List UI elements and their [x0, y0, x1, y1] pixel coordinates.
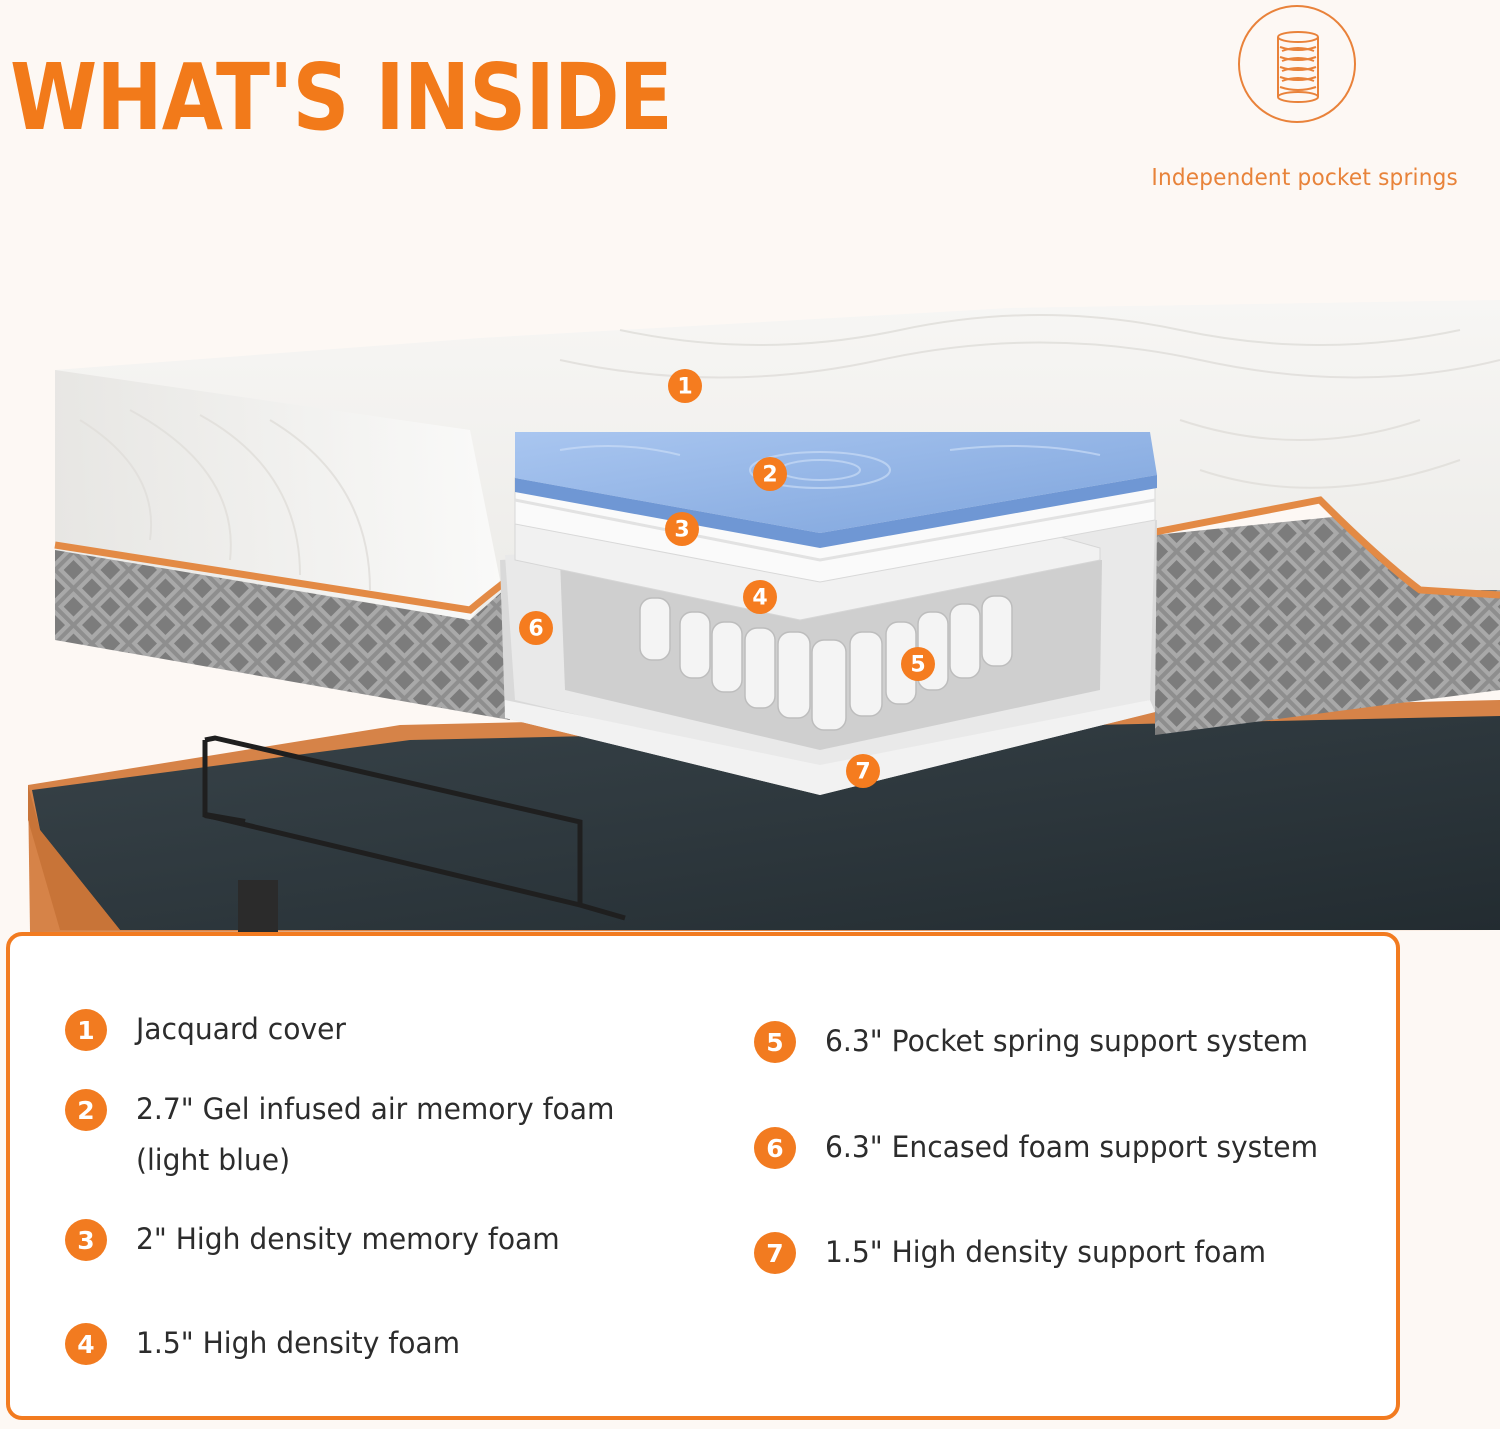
- legend-item-7: 7 1.5" High density support foam: [754, 1231, 1280, 1278]
- marker-7: 7: [846, 754, 880, 788]
- marker-4: 4: [743, 580, 777, 614]
- legend-item-3: 3 2" High density memory foam: [65, 1218, 573, 1265]
- legend-item-2: 2 2.7" Gel infused air memory foam (ligh…: [65, 1088, 629, 1186]
- layers-legend: 1 Jacquard cover 2 2.7" Gel infused air …: [6, 932, 1400, 1420]
- legend-number: 6: [754, 1127, 796, 1169]
- legend-number: 1: [65, 1009, 107, 1051]
- marker-5: 5: [901, 647, 935, 681]
- legend-label: 2.7" Gel infused air memory foam (light …: [136, 1092, 615, 1177]
- legend-number: 2: [65, 1089, 107, 1131]
- layer-cutaway: [500, 432, 1157, 795]
- svg-text:2: 2: [762, 463, 777, 488]
- svg-text:7: 7: [855, 760, 870, 785]
- legend-label: 1.5" High density foam: [136, 1326, 461, 1360]
- svg-text:5: 5: [910, 653, 925, 678]
- marker-1: 1: [668, 369, 702, 403]
- legend-item-5: 5 6.3" Pocket spring support system: [754, 1020, 1323, 1067]
- feature-label: Independent pocket springs: [1151, 165, 1458, 191]
- marker-2: 2: [753, 457, 787, 491]
- svg-text:1: 1: [677, 375, 692, 400]
- marker-3: 3: [665, 512, 699, 546]
- legend-number: 7: [754, 1232, 796, 1274]
- legend-label: 6.3" Encased foam support system: [825, 1130, 1319, 1164]
- legend-item-1: 1 Jacquard cover: [65, 1008, 352, 1055]
- pocket-spring-icon: [1238, 5, 1356, 123]
- legend-number: 5: [754, 1021, 796, 1063]
- feature-callout: Independent pocket springs: [1110, 5, 1490, 205]
- svg-text:4: 4: [752, 586, 767, 611]
- legend-label: 6.3" Pocket spring support system: [825, 1024, 1308, 1058]
- legend-item-6: 6 6.3" Encased foam support system: [754, 1126, 1333, 1173]
- marker-6: 6: [519, 611, 553, 645]
- legend-label: Jacquard cover: [136, 1012, 346, 1046]
- legend-label: 1.5" High density support foam: [825, 1235, 1267, 1269]
- page-title: WHAT'S INSIDE: [10, 44, 673, 151]
- svg-text:3: 3: [674, 518, 689, 543]
- legend-number: 4: [65, 1323, 107, 1365]
- legend-number: 3: [65, 1219, 107, 1261]
- legend-item-4: 4 1.5" High density foam: [65, 1322, 470, 1369]
- legend-label: 2" High density memory foam: [136, 1222, 560, 1256]
- svg-text:6: 6: [528, 617, 543, 642]
